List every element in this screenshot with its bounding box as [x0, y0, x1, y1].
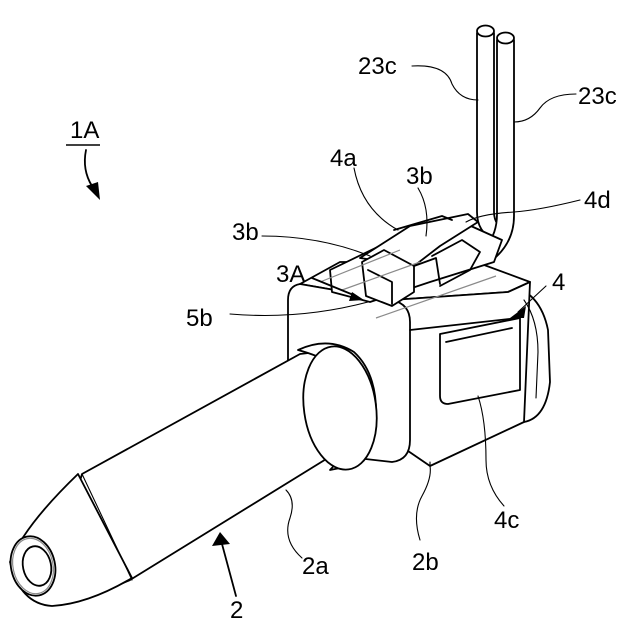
label-5b: 5b — [186, 305, 213, 332]
label-1A: 1A — [70, 117, 99, 144]
label-3b-top: 3b — [406, 163, 433, 190]
label-4d: 4d — [584, 187, 611, 214]
label-2: 2 — [230, 597, 243, 624]
label-2b: 2b — [412, 549, 439, 576]
label-23c-left: 23c — [358, 53, 397, 80]
label-4: 4 — [552, 269, 565, 296]
label-4a: 4a — [330, 145, 357, 172]
label-2a: 2a — [302, 553, 329, 580]
label-4c: 4c — [494, 507, 519, 534]
tube-pair-23c — [477, 26, 514, 263]
label-3A: 3A — [276, 261, 305, 288]
label-23c-right: 23c — [578, 83, 617, 110]
label-3b-left: 3b — [232, 219, 259, 246]
